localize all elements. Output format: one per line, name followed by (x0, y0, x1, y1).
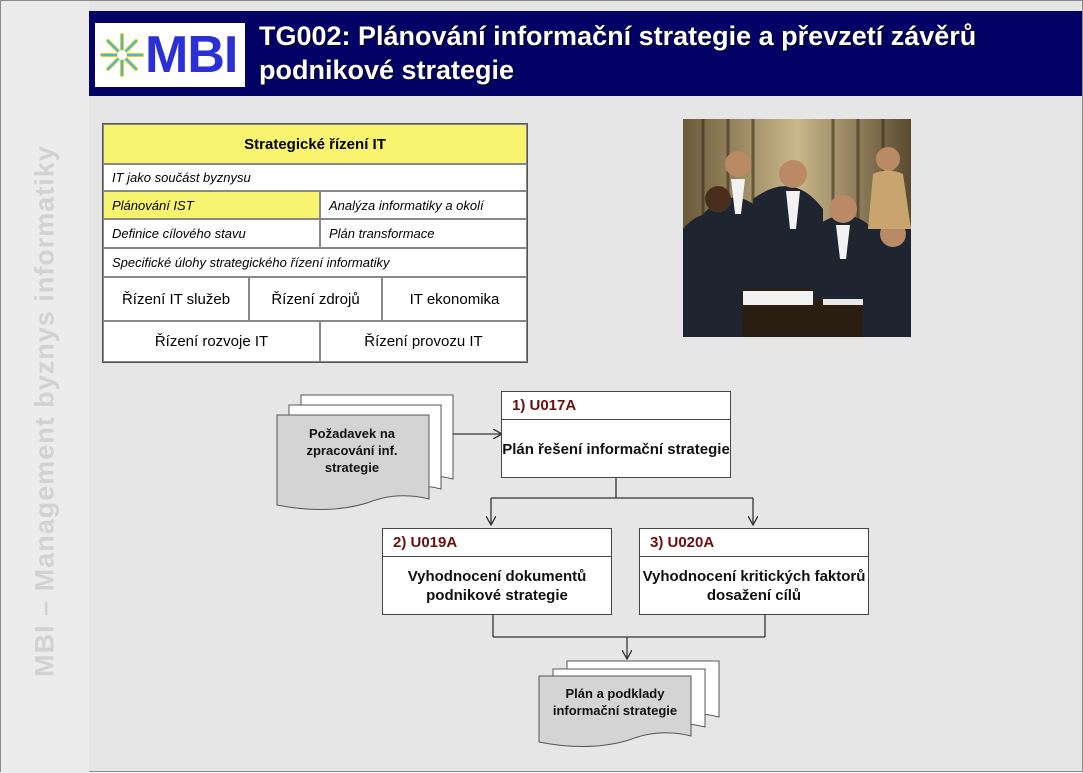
table-heading: Strategické řízení IT (103, 124, 527, 164)
input-document-icon (276, 394, 454, 510)
output-document-label: Plán a podklady informační strategie (552, 686, 678, 718)
page-title: TG002: Plánování informační strategie a … (259, 21, 977, 85)
step-2-box: 2) U019A Vyhodnocení dokumentů podnikové… (382, 528, 612, 615)
step-1-id: 1) U017A (502, 392, 730, 420)
table-row-specific-tasks: Specifické úlohy strategického řízení in… (103, 248, 527, 277)
step-1-box: 1) U017A Plán řešení informační strategi… (501, 391, 731, 478)
table-cell-it-operations: Řízení provozu IT (320, 321, 527, 362)
process-table: Strategické řízení IT IT jako součást by… (102, 123, 528, 363)
header-banner: MBI TG002: Plánování informační strategi… (89, 11, 1082, 96)
table-cell-planning-ist: Plánování IST (103, 191, 320, 219)
input-document-label: Požadavek na zpracování inf. strategie (306, 426, 398, 475)
output-document-icon (538, 660, 720, 747)
step-3-box: 3) U020A Vyhodnocení kritických faktorů … (639, 528, 869, 615)
table-cell-resources: Řízení zdrojů (249, 277, 382, 321)
step-1-text: Plán řešení informační strategie (502, 440, 730, 458)
table-cell-it-economics: IT ekonomika (382, 277, 527, 321)
table-cell-analysis: Analýza informatiky a okolí (320, 191, 527, 219)
table-cell-it-development: Řízení rozvoje IT (103, 321, 320, 362)
table-cell-transformation: Plán transformace (320, 219, 527, 248)
business-meeting-photo (683, 119, 911, 337)
logo-text: MBI (145, 26, 238, 84)
table-row-it-business: IT jako součást byznysu (103, 164, 527, 191)
mbi-logo: MBI (95, 23, 245, 87)
sun-icon (100, 33, 144, 77)
table-cell-it-services: Řízení IT služeb (103, 277, 249, 321)
left-sidebar: MBI – Management byznys informatiky (1, 1, 89, 773)
step-3-text: Vyhodnocení kritických faktorů dosažení … (642, 568, 866, 604)
step-3-id: 3) U020A (640, 529, 868, 557)
step-2-id: 2) U019A (383, 529, 611, 557)
table-cell-target-state: Definice cílového stavu (103, 219, 320, 248)
step-2-text: Vyhodnocení dokumentů podnikové strategi… (407, 568, 587, 604)
